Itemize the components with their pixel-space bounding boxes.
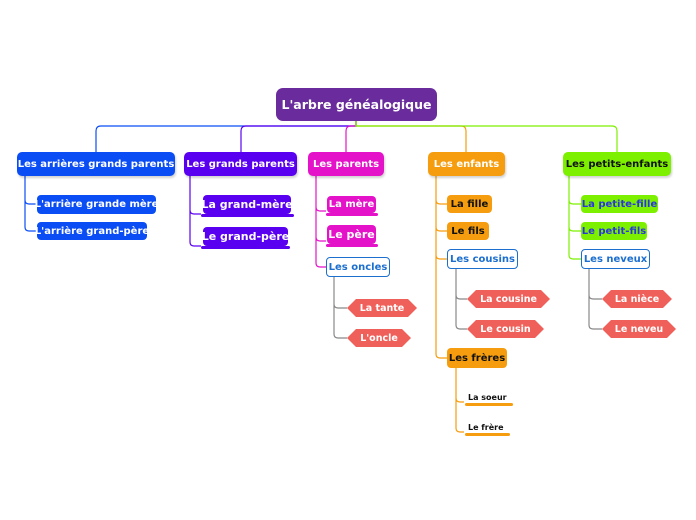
node-tante[interactable]: La tante — [347, 299, 417, 317]
node-pere[interactable]: Le père — [327, 225, 376, 244]
node-cousins[interactable]: Les cousins — [447, 249, 518, 269]
node-fille[interactable]: La fille — [447, 195, 492, 213]
node-arriere-grand-pere[interactable]: L'arrière grand-père — [35, 222, 149, 240]
link-root-parents — [345, 121, 357, 152]
link-freres-children — [455, 368, 464, 433]
node-frere[interactable]: Le frère — [465, 418, 510, 436]
node-arriere-grande-mere[interactable]: L'arrière grande mère — [35, 195, 158, 214]
link-cousins-children — [455, 269, 467, 330]
link-enfants-children — [435, 176, 447, 359]
root-topic[interactable]: L'arbre généalogique — [276, 88, 437, 121]
branch-arrieres-grands-parents[interactable]: Les arrières grands parents — [17, 152, 175, 176]
node-soeur[interactable]: La soeur — [465, 388, 513, 406]
link-neveux-children — [588, 269, 602, 330]
node-fils[interactable]: Le fils — [447, 222, 489, 240]
node-neveu[interactable]: Le neveu — [602, 320, 676, 338]
link-root-grands — [240, 121, 357, 152]
link-petits-children — [568, 176, 581, 260]
node-grand-pere-underline — [201, 246, 290, 249]
node-cousine[interactable]: La cousine — [467, 290, 550, 308]
link-root-petits — [355, 121, 618, 152]
node-cousin[interactable]: Le cousin — [467, 320, 544, 338]
branch-enfants[interactable]: Les enfants — [428, 152, 505, 176]
node-freres[interactable]: Les frères — [447, 348, 507, 368]
node-oncle[interactable]: L'oncle — [347, 329, 411, 347]
node-grand-mere[interactable]: La grand-mère — [201, 195, 293, 214]
node-petite-fille[interactable]: La petite-fille — [581, 195, 658, 213]
link-grands-children — [189, 176, 201, 247]
node-neveux[interactable]: Les neveux — [581, 249, 650, 269]
link-root-arriere — [95, 121, 357, 152]
branch-petits-enfants[interactable]: Les petits-enfants — [563, 152, 671, 176]
node-oncles[interactable]: Les oncles — [326, 257, 390, 277]
node-grand-pere[interactable]: Le grand-père — [202, 227, 289, 246]
node-mere-underline — [326, 213, 378, 216]
node-grand-mere-underline — [201, 214, 294, 217]
link-parents-children — [315, 176, 326, 268]
branch-parents[interactable]: Les parents — [308, 152, 384, 176]
node-pere-underline — [326, 244, 378, 247]
node-petit-fils[interactable]: Le petit-fils — [581, 222, 647, 240]
branch-grands-parents[interactable]: Les grands parents — [184, 152, 297, 176]
link-oncles-children — [333, 277, 347, 339]
node-mere[interactable]: La mère — [327, 196, 376, 213]
link-arriere-children — [24, 176, 37, 232]
node-niece[interactable]: La nièce — [602, 290, 672, 308]
